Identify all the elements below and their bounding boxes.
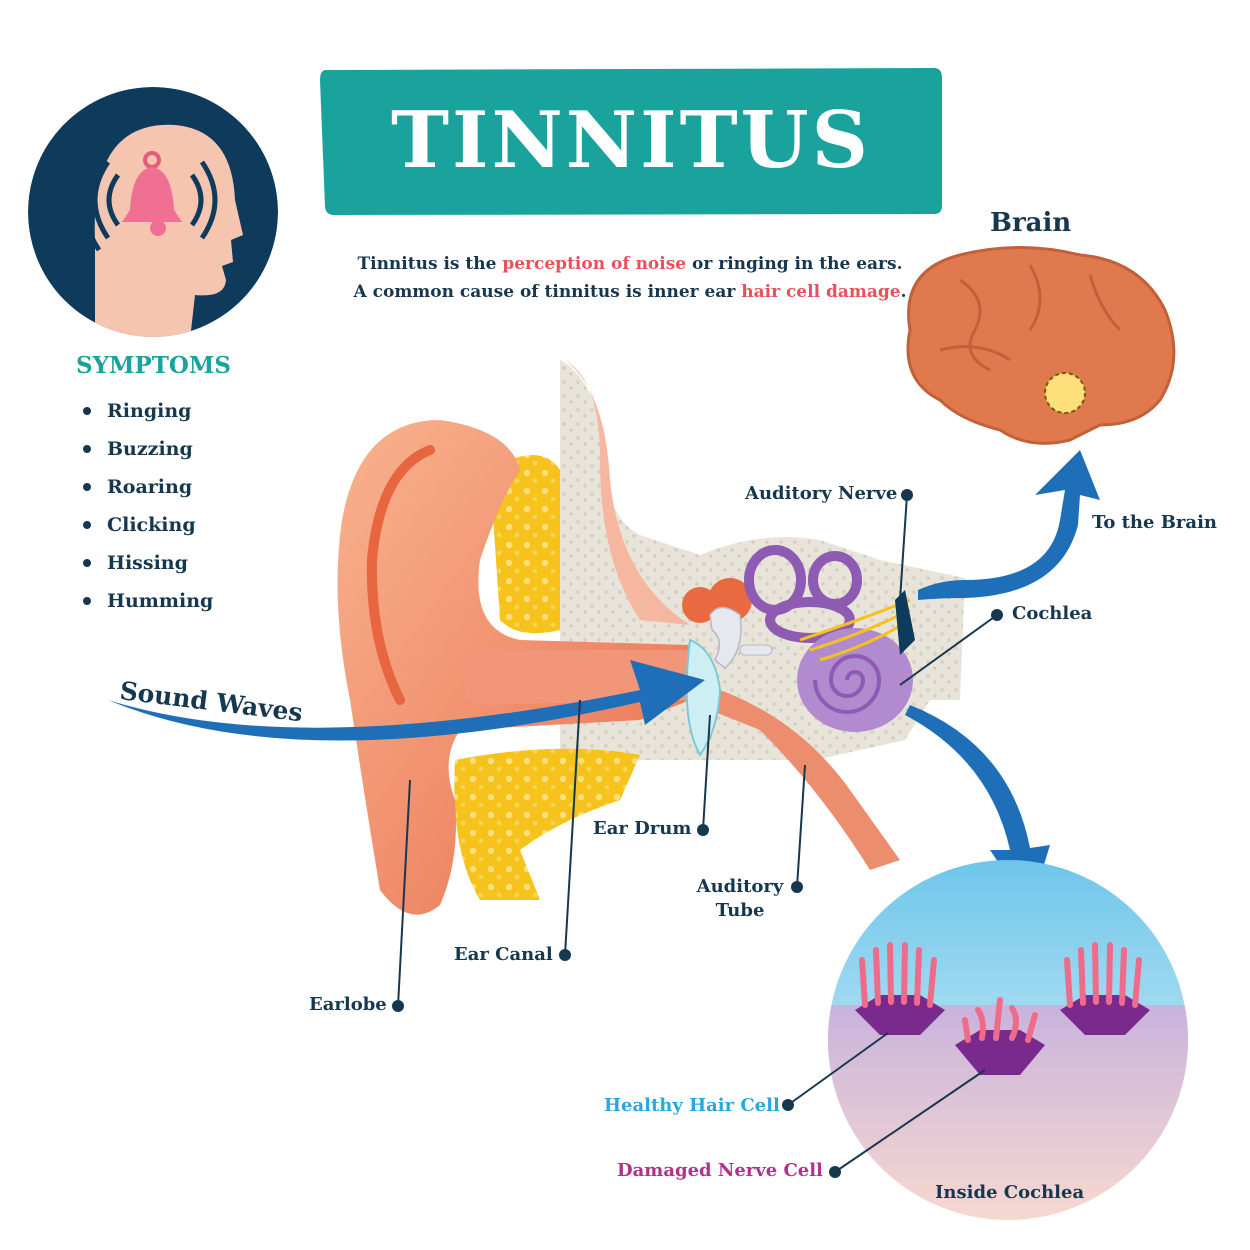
label-healthy-hair-cell: Healthy Hair Cell	[604, 1095, 780, 1116]
intro-text-segment: A common cause of tinnitus is inner ear	[353, 282, 742, 302]
fatty-tissue	[490, 455, 560, 634]
cochlea	[797, 628, 913, 732]
intro-text-segment: or ringing in the ears.	[686, 254, 903, 274]
label-ear-drum: Ear Drum	[593, 818, 692, 839]
symptom-item: Buzzing	[80, 430, 213, 468]
intro-highlight-damage: hair cell damage	[741, 282, 901, 302]
label-ear-canal: Ear Canal	[454, 944, 553, 965]
intro-line-1: Tinnitus is the perception of noise or r…	[300, 250, 960, 278]
label-auditory-tube-line1: Auditory	[696, 876, 784, 897]
to-brain-arrow	[918, 450, 1100, 600]
bell-icon	[122, 151, 182, 236]
title-banner	[320, 68, 942, 215]
symptom-item: Hissing	[80, 544, 213, 582]
label-auditory-tube: Auditory Tube	[690, 875, 790, 923]
brain	[906, 246, 1176, 445]
symptom-item: Roaring	[80, 468, 213, 506]
symptom-item: Clicking	[80, 506, 213, 544]
healthy-hair-cell-right	[1060, 942, 1150, 1035]
intro-text: Tinnitus is the perception of noise or r…	[300, 250, 960, 306]
intro-line-2: A common cause of tinnitus is inner ear …	[300, 278, 960, 306]
auditory-nerve	[799, 590, 915, 662]
damaged-nerve-cell	[955, 997, 1045, 1075]
label-cochlea: Cochlea	[1012, 603, 1093, 624]
symptom-item: Ringing	[80, 392, 213, 430]
healthy-hair-cell-left	[855, 942, 945, 1035]
intro-highlight-perception: perception of noise	[502, 254, 687, 274]
sound-waves-arrow	[108, 660, 705, 741]
to-cochlea-arrow	[905, 705, 1050, 910]
ossicles	[682, 578, 773, 669]
label-earlobe: Earlobe	[309, 994, 387, 1015]
symptoms-heading: SYMPTOMS	[76, 352, 232, 379]
symptoms-list: Ringing Buzzing Roaring Clicking Hissing…	[80, 392, 213, 620]
leader-dots	[392, 489, 1003, 1178]
leader-lines	[397, 494, 998, 1173]
label-inside-cochlea: Inside Cochlea	[935, 1182, 1085, 1203]
label-auditory-nerve: Auditory Nerve	[745, 483, 898, 504]
intro-text-segment: Tinnitus is the	[357, 254, 503, 274]
ear-drum	[685, 638, 722, 757]
muscle-band	[565, 360, 690, 625]
page-title: TINNITUS	[390, 95, 871, 186]
symptom-item: Humming	[80, 582, 213, 620]
label-damaged-nerve-cell: Damaged Nerve Cell	[617, 1160, 823, 1181]
inside-cochlea-view	[828, 860, 1188, 1220]
label-auditory-tube-line2: Tube	[715, 900, 765, 921]
auditory-tube	[710, 690, 900, 870]
label-brain: Brain	[990, 208, 1072, 238]
intro-text-segment: .	[900, 282, 907, 302]
label-to-the-brain: To the Brain	[1092, 512, 1218, 533]
